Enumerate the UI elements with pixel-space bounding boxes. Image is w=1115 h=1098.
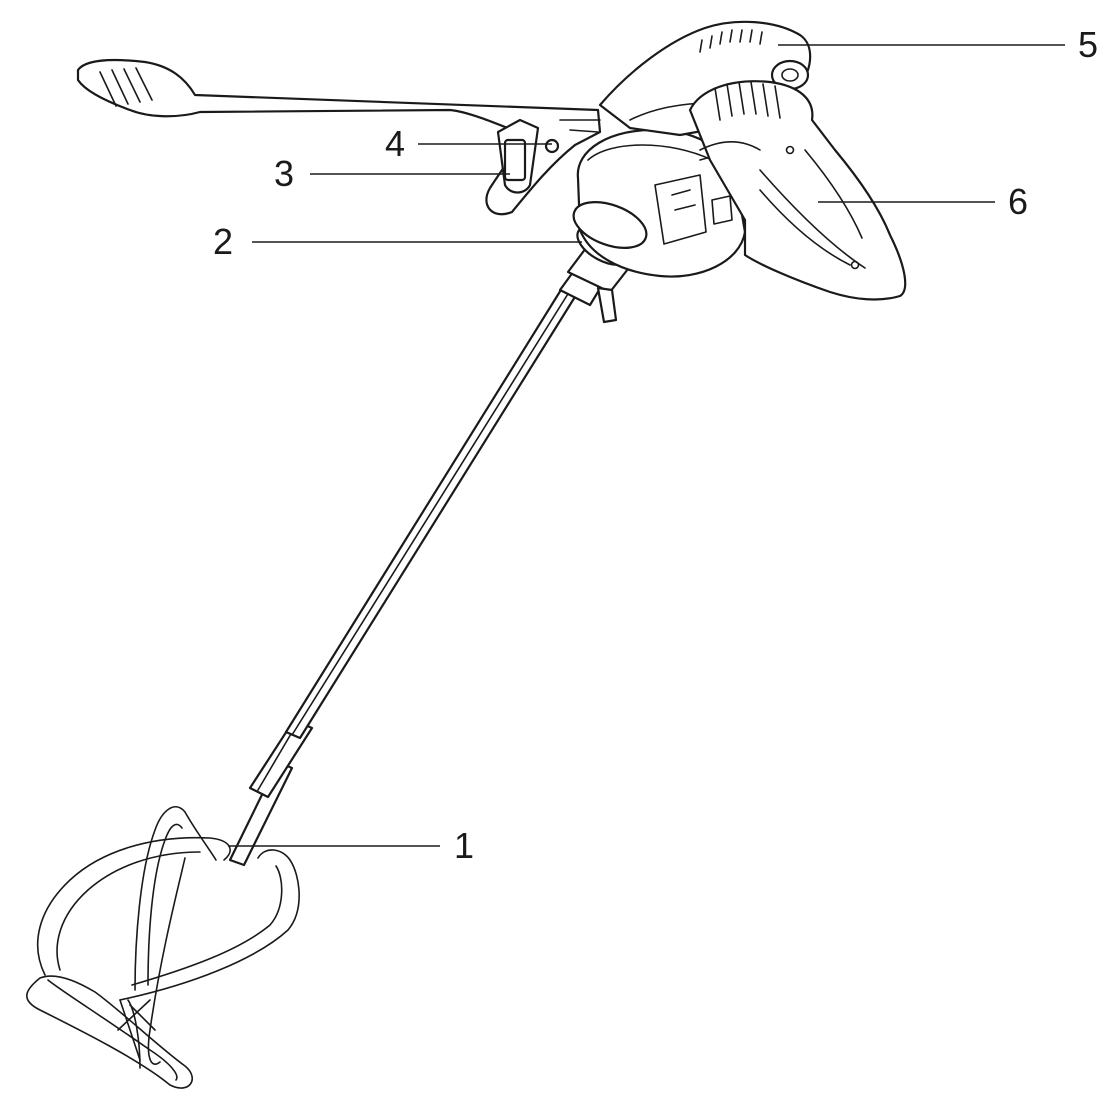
mixing-paddle: [26, 806, 300, 1089]
callout-4: 4: [385, 123, 405, 164]
callout-3: 3: [274, 153, 294, 194]
callout-6: 6: [1008, 181, 1028, 222]
leader-lines: [228, 44, 1065, 847]
left-handle: [76, 58, 602, 216]
mixing-shaft: [228, 266, 606, 867]
gear-head: [572, 128, 747, 278]
callout-5: 5: [1078, 24, 1098, 65]
right-handle: [688, 80, 907, 301]
callout-2: 2: [213, 221, 233, 262]
callout-1: 1: [454, 825, 474, 866]
callout-labels: 1 2 3 4 5 6: [213, 24, 1098, 866]
